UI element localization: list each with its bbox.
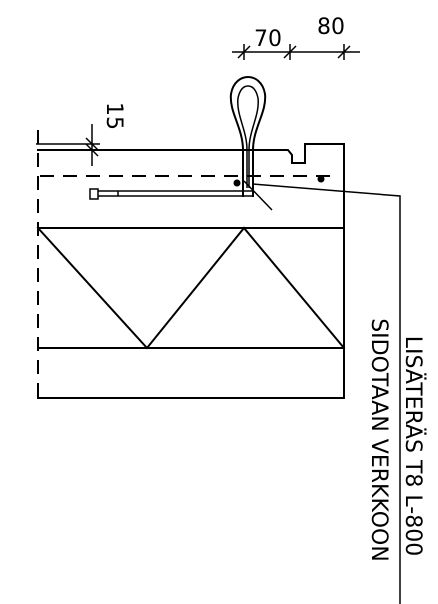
dimension-15: 15 (101, 102, 126, 130)
lattice-diagonals (36, 226, 346, 350)
slab-outline (37, 143, 345, 399)
lifting-loop (229, 75, 267, 197)
top-dim-tick-2 (283, 45, 297, 59)
dimension-80: 80 (317, 15, 345, 40)
note-line-1: LISÄTERÄS T8 L-800 (400, 336, 426, 556)
top-dim-tick-1 (237, 45, 251, 59)
side-dim-tick-2 (85, 143, 99, 157)
dimension-70: 70 (254, 27, 282, 52)
tie-wire (243, 180, 273, 211)
rebar-dot-left (233, 179, 241, 187)
note-leader-line (252, 183, 401, 604)
bar-end-cap (89, 188, 99, 200)
rebar-dot-right (317, 175, 325, 183)
side-dim-tick-1 (85, 137, 99, 151)
top-dim-tick-3 (337, 45, 351, 59)
lifting-loop-inner (237, 85, 259, 188)
note-line-2: SIDOTAAN VERKKOON (366, 318, 391, 562)
